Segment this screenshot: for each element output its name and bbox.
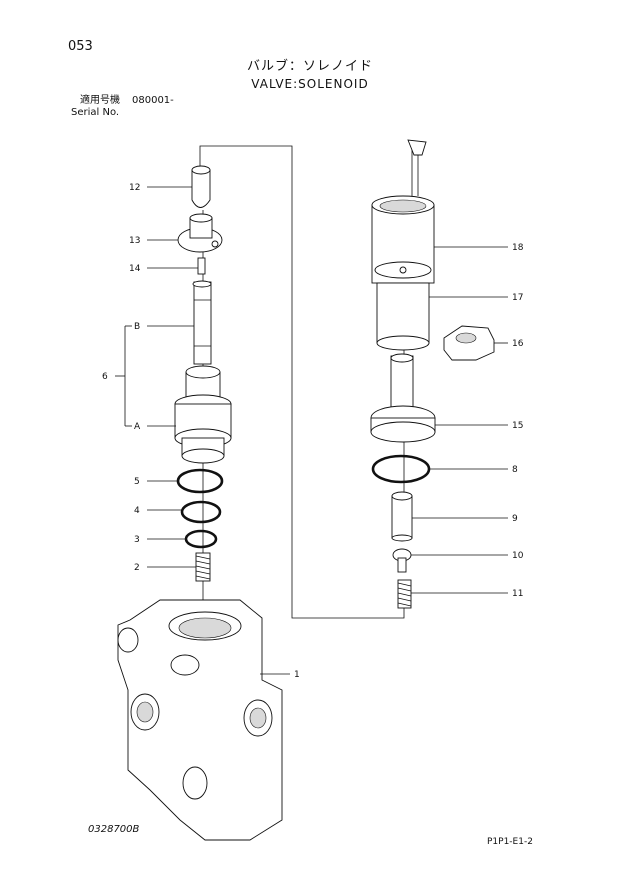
callout-12: 12 bbox=[129, 183, 140, 193]
callout-2: 2 bbox=[134, 563, 140, 573]
part-4-o-ring bbox=[180, 500, 222, 524]
part-1-valve-body bbox=[117, 599, 283, 841]
callout-16: 16 bbox=[512, 339, 524, 349]
part-8-o-ring bbox=[371, 454, 431, 484]
callout-A: A bbox=[134, 422, 141, 432]
callout-B: B bbox=[134, 322, 140, 332]
part-10-washer bbox=[392, 548, 412, 573]
title-english: VALVE:SOLENOID bbox=[251, 77, 369, 91]
part-18-solenoid-housing bbox=[371, 139, 435, 284]
callout-6: 6 bbox=[102, 372, 108, 382]
assembly-path-line bbox=[199, 145, 405, 619]
callout-18: 18 bbox=[512, 243, 524, 253]
callout-9: 9 bbox=[512, 514, 518, 524]
document-code: 0328700B bbox=[88, 824, 140, 835]
part-6-sleeve bbox=[174, 365, 232, 464]
part-13-flange bbox=[177, 213, 223, 253]
callout-10: 10 bbox=[512, 551, 524, 561]
part-17-coil bbox=[376, 282, 430, 351]
callout-8: 8 bbox=[512, 465, 518, 475]
part-3-o-ring bbox=[184, 529, 218, 549]
part-11-spring bbox=[397, 579, 412, 609]
spool-shaft bbox=[192, 280, 212, 365]
callout-11: 11 bbox=[512, 589, 523, 599]
part-16-nut bbox=[443, 325, 495, 361]
page-number: 053 bbox=[68, 39, 93, 54]
part-15-tube-flange bbox=[370, 353, 436, 443]
serial-label-japanese: 適用号機 bbox=[80, 95, 120, 106]
callout-17: 17 bbox=[512, 293, 523, 303]
page-reference: P1P1-E1-2 bbox=[487, 837, 533, 847]
callout-13: 13 bbox=[129, 236, 140, 246]
part-14-pin bbox=[197, 257, 206, 275]
callout-1: 1 bbox=[294, 670, 300, 680]
part-12-cup bbox=[191, 165, 211, 208]
serial-value: 080001- bbox=[132, 95, 174, 106]
title-japanese: バルブ：ソレノイド bbox=[246, 59, 373, 74]
serial-label-english: Serial No. bbox=[71, 107, 120, 118]
part-9-plunger bbox=[391, 491, 413, 542]
callout-5: 5 bbox=[134, 477, 140, 487]
callout-15: 15 bbox=[512, 421, 523, 431]
part-5-o-ring bbox=[176, 468, 224, 494]
callout-4: 4 bbox=[134, 506, 140, 516]
callout-3: 3 bbox=[134, 535, 140, 545]
callout-14: 14 bbox=[129, 264, 141, 274]
part-2-spring bbox=[195, 552, 211, 582]
